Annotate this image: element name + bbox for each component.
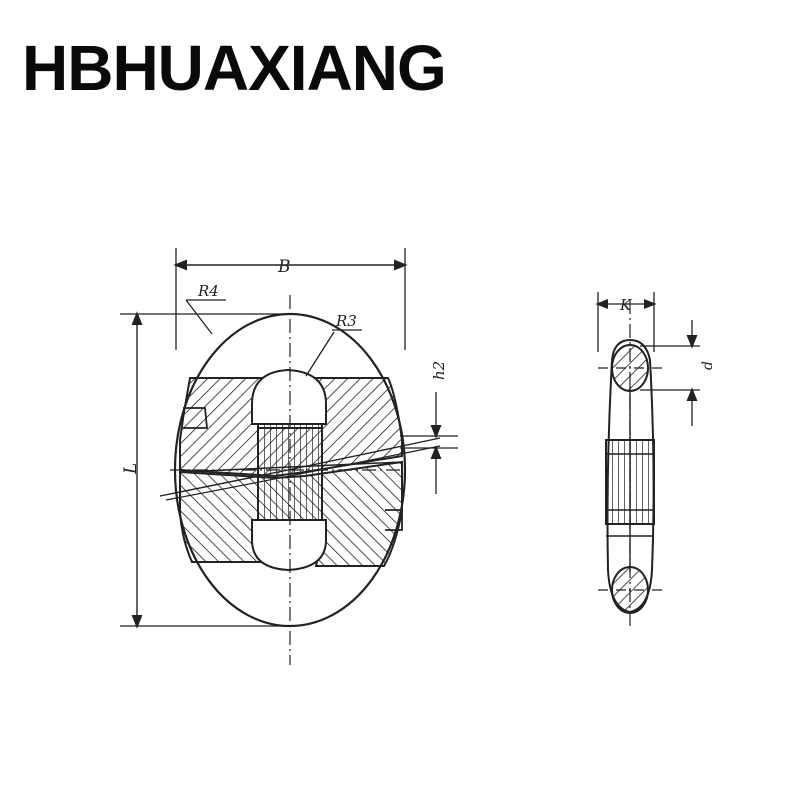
label-d: d xyxy=(700,361,716,370)
label-l: L xyxy=(121,463,141,475)
label-h2: h2 xyxy=(430,361,448,380)
side-view xyxy=(595,292,700,628)
upper-dome xyxy=(251,368,327,425)
brand-title: HBHUAXIANG xyxy=(22,32,447,104)
label-r4: R4 xyxy=(197,282,219,300)
lower-dome xyxy=(251,519,327,572)
front-view xyxy=(120,248,458,665)
label-k: K xyxy=(619,296,632,314)
label-r3: R3 xyxy=(335,312,357,330)
label-b: B xyxy=(277,257,291,277)
